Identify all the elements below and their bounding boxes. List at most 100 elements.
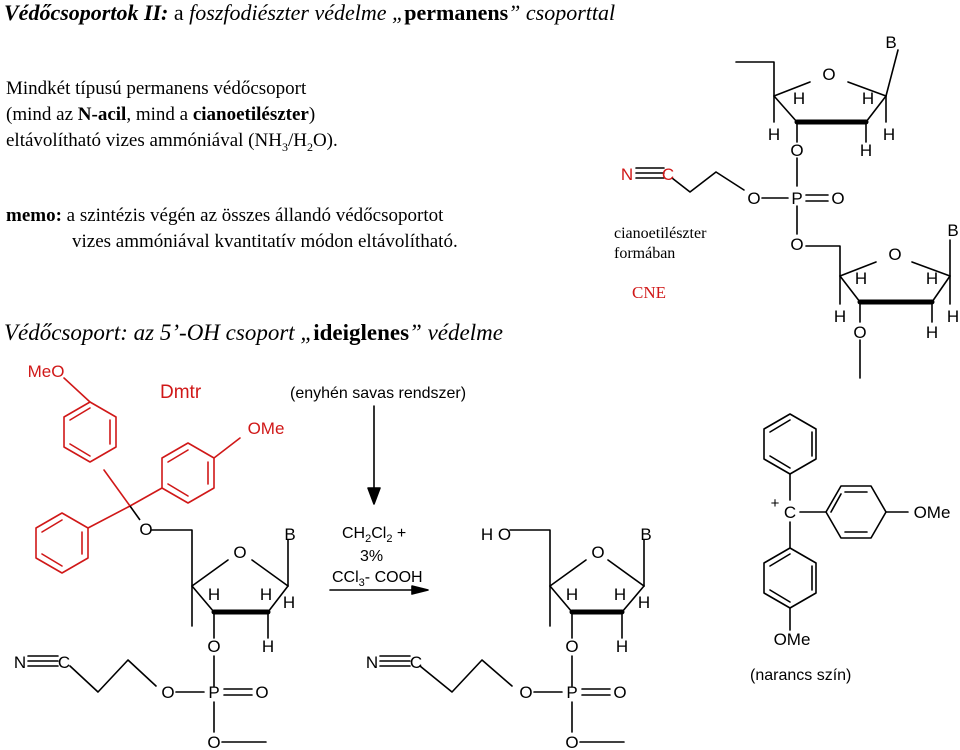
- atom-o-bottom-3: O: [853, 323, 866, 342]
- title-italic-2: ” csoporttal: [508, 0, 616, 25]
- memo-paragraph: memo: a szintézis végén az összes álland…: [6, 203, 458, 255]
- right-triple-bond: [379, 655, 411, 667]
- atom-c-top: C: [662, 165, 674, 184]
- left-ring-bond-2: [251, 559, 289, 587]
- dmtr-ring-right-inner: [167, 449, 209, 497]
- reaction-arrow-head: [411, 585, 429, 595]
- cne-caption-1: cianoetilészter: [614, 225, 707, 242]
- cation-note: (narancs szín): [750, 667, 851, 684]
- left-ethyl-chain: [69, 659, 157, 693]
- intro-sub-3: 3: [281, 139, 288, 154]
- atom-h-bottom-2: H: [926, 269, 938, 288]
- dmtr-ring-top: [63, 401, 117, 463]
- bottom-ring-bond-4: [839, 275, 861, 303]
- section-title: Védőcsoport: az 5’-OH csoport „ideiglene…: [4, 320, 503, 346]
- atom-o3-left: O: [207, 637, 220, 656]
- left-c5-bond: [151, 529, 193, 587]
- atom-p-right: P: [566, 683, 577, 702]
- cne-caption-2: formában: [614, 245, 675, 262]
- atom-meo-dmtr: MeO: [28, 362, 65, 381]
- intro-line-3a: eltávolítható vizes ammóniával (NH: [6, 130, 282, 151]
- intro-line-3b: /H: [287, 130, 307, 151]
- intro-line-2a: (mind az: [6, 104, 78, 125]
- intro-cianoetileszter: cianoetilészter: [192, 104, 309, 125]
- bottom-c5-bond: [805, 245, 841, 277]
- left-p-double-o: [223, 688, 253, 696]
- cation-phenyl-ring-top: [763, 413, 817, 475]
- atom-n-right: N: [366, 653, 378, 672]
- section-title-bold: ideiglenes: [313, 320, 410, 345]
- right-ring-bond-4: [549, 585, 573, 613]
- condition-arrow-head: [367, 487, 381, 505]
- top-triple-bond: [635, 167, 665, 179]
- cation-phenyl-top-inner: [769, 419, 813, 469]
- atom-h-right-1: H: [566, 585, 578, 604]
- section-title-italic-1: az 5’-OH csoport „: [127, 320, 314, 345]
- right-p-double-o: [581, 688, 611, 696]
- atom-h-bottom-5: H: [947, 307, 959, 326]
- title-italic-1: foszfodiészter védelme „: [189, 0, 405, 25]
- atom-h-bottom-1: H: [855, 269, 867, 288]
- atom-h-bottom-4: H: [926, 323, 938, 342]
- title-bold: permanens: [404, 0, 509, 25]
- left-ring-bond-1: [191, 559, 229, 587]
- memo-line-1: memo: a szintézis végén az összes álland…: [6, 203, 458, 229]
- atom-o-p-left: O: [747, 189, 760, 208]
- atom-o-p-right-left: O: [519, 683, 532, 702]
- top-ring-bond-3: [865, 95, 887, 123]
- atom-h-left-3: H: [283, 593, 295, 612]
- atom-o5-left: O: [139, 520, 152, 539]
- dmtr-ring-left: [35, 512, 89, 574]
- bottom-ring-bond-1: [839, 261, 877, 277]
- atom-ome-cation-right: OMe: [914, 503, 951, 522]
- reagent-line-1: CH2Cl2 +: [342, 525, 406, 545]
- atom-b-right: B: [640, 525, 651, 544]
- intro-line-3: eltávolítható vizes ammóniával (NH3/H2O)…: [6, 128, 338, 160]
- intro-line-2: (mind az N-acil, mind a cianoetilészter): [6, 102, 338, 128]
- dmtr-label: Dmtr: [160, 382, 202, 403]
- intro-line-2c: , mind a: [126, 104, 193, 125]
- right-ring-bond-3: [621, 585, 645, 613]
- atom-h-top-1: H: [793, 89, 805, 108]
- right-ethyl-chain: [419, 659, 513, 693]
- atom-h-top-5: H: [883, 125, 895, 144]
- dmtr-ring-right: [161, 442, 215, 504]
- atom-b-bottom: B: [947, 221, 958, 240]
- atom-p-top: P: [791, 189, 802, 208]
- left-ring-bond-3: [267, 585, 289, 613]
- atom-h-bottom-3: H: [834, 307, 846, 326]
- intro-line-2e: ): [308, 104, 316, 125]
- top-ring-bond-1: [773, 81, 811, 97]
- dmtr-ome-bond: [213, 437, 241, 459]
- reagent-line-2: 3%: [360, 548, 383, 565]
- atom-o-ring-left: O: [233, 543, 246, 562]
- atom-ho-right: H O: [481, 525, 511, 544]
- memo-text-1: a szintézis végén az összes állandó védő…: [61, 205, 444, 226]
- dmtr-top-bond: [103, 469, 131, 507]
- atom-n-top: N: [621, 165, 633, 184]
- condition-label: (enyhén savas rendszer): [290, 385, 466, 402]
- right-ring-bond-1: [549, 559, 587, 587]
- atom-o-p-down: O: [790, 235, 803, 254]
- dmtr-o-bond: [129, 505, 141, 521]
- atom-p-left: P: [208, 683, 219, 702]
- atom-o-top-ring: O: [822, 65, 835, 84]
- atom-n-left: N: [14, 653, 26, 672]
- left-ring-bond-4: [191, 585, 215, 613]
- right-ring-bond-2: [607, 559, 645, 587]
- atom-h-left-4: H: [262, 637, 274, 656]
- atom-h-left-2: H: [260, 585, 272, 604]
- top-ring-bond-4: [773, 95, 798, 123]
- atom-b-left: B: [284, 525, 295, 544]
- cation-phenyl-ring-right: [825, 485, 887, 539]
- intro-paragraph: Mindkét típusú permanens védőcsoport (mi…: [6, 76, 338, 160]
- atom-c-cation: C: [784, 503, 796, 522]
- top-base-bond: [885, 49, 899, 97]
- atom-h-right-2: H: [614, 585, 626, 604]
- atom-o-p-left-down: O: [207, 733, 220, 750]
- atom-h-left-1: H: [208, 585, 220, 604]
- dmtr-meo-bond: [63, 377, 91, 403]
- atom-o-top-3: O: [790, 141, 803, 160]
- left-triple-bond: [27, 655, 59, 667]
